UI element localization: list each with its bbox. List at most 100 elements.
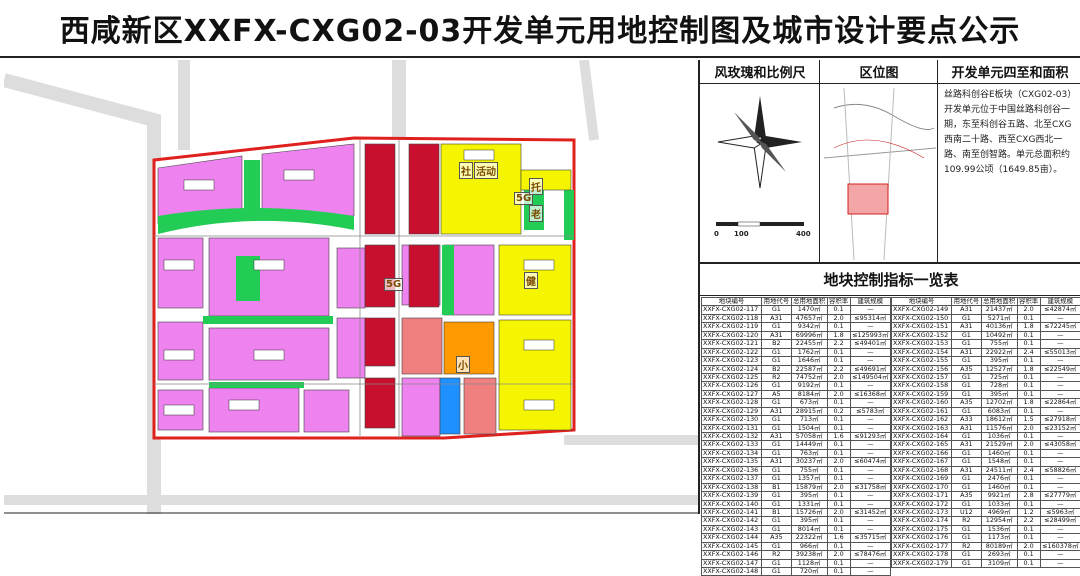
table-cell: A5 bbox=[762, 390, 791, 398]
table-cell: XXFX-CXG02-136 bbox=[702, 466, 762, 474]
table-cell: G1 bbox=[952, 331, 981, 339]
table-cell: B1 bbox=[762, 483, 791, 491]
table-cell: 395㎡ bbox=[981, 390, 1017, 398]
table-header-2: 总用地面积 bbox=[981, 298, 1017, 306]
table-cell: 0.1 bbox=[827, 424, 850, 432]
table-header-3: 容积率 bbox=[1017, 298, 1040, 306]
table-cell: XXFX-CXG02-123 bbox=[702, 357, 762, 365]
table-cell: XXFX-CXG02-168 bbox=[892, 466, 952, 474]
table-cell: 0.1 bbox=[827, 441, 850, 449]
table-cell: B2 bbox=[762, 340, 791, 348]
scale-zero: 0 bbox=[714, 230, 719, 238]
table-cell: ≤35715㎡ bbox=[850, 534, 890, 542]
land-use-map: 社 5G 活动 小 健 5G 托 老 bbox=[4, 60, 698, 514]
table-cell: 0.1 bbox=[1017, 559, 1040, 567]
table-cell: — bbox=[1040, 551, 1080, 559]
table-cell: G1 bbox=[762, 517, 791, 525]
table-cell: R2 bbox=[762, 373, 791, 381]
table-cell: A35 bbox=[952, 365, 981, 373]
table-cell: 2476㎡ bbox=[981, 475, 1017, 483]
table-cell: G1 bbox=[762, 416, 791, 424]
table-cell: 0.1 bbox=[827, 542, 850, 550]
table-cell: XXFX-CXG02-166 bbox=[892, 449, 952, 457]
location-map bbox=[824, 88, 936, 260]
table-cell: 2.0 bbox=[827, 373, 850, 381]
table-cell: — bbox=[1040, 340, 1080, 348]
table-cell: 1.6 bbox=[827, 433, 850, 441]
table-cell: XXFX-CXG02-146 bbox=[702, 551, 762, 559]
table-cell: XXFX-CXG02-160 bbox=[892, 399, 952, 407]
table-cell: 28915㎡ bbox=[791, 407, 827, 415]
table-cell: G1 bbox=[952, 314, 981, 322]
table-cell: ≤31758㎡ bbox=[850, 483, 890, 491]
table-cell: 12702㎡ bbox=[981, 399, 1017, 407]
table-cell: 40136㎡ bbox=[981, 323, 1017, 331]
table-cell: 1.2 bbox=[1017, 508, 1040, 516]
table-cell: XXFX-CXG02-144 bbox=[702, 534, 762, 542]
table-cell: 755㎡ bbox=[791, 466, 827, 474]
table-cell: 22587㎡ bbox=[791, 365, 827, 373]
table-cell: — bbox=[850, 500, 890, 508]
table-cell: G1 bbox=[952, 559, 981, 567]
table-cell: 18612㎡ bbox=[981, 416, 1017, 424]
table-cell: 22322㎡ bbox=[791, 534, 827, 542]
table-cell: XXFX-CXG02-177 bbox=[892, 542, 952, 550]
table-cell: — bbox=[1040, 357, 1080, 365]
table-cell: 0.1 bbox=[827, 492, 850, 500]
table-cell: 0.1 bbox=[827, 568, 850, 576]
map-label-park: 活动 bbox=[474, 162, 498, 179]
table-cell: XXFX-CXG02-126 bbox=[702, 382, 762, 390]
table-cell: 69996㎡ bbox=[791, 331, 827, 339]
table-cell: 0.1 bbox=[1017, 433, 1040, 441]
table-cell: 713㎡ bbox=[791, 416, 827, 424]
map-label-elderly: 老 bbox=[529, 205, 543, 222]
table-cell: — bbox=[1040, 331, 1080, 339]
table-cell: 2.2 bbox=[827, 365, 850, 373]
table-cell: 12954㎡ bbox=[981, 517, 1017, 525]
table-cell: 720㎡ bbox=[791, 568, 827, 576]
table-cell: 0.1 bbox=[827, 475, 850, 483]
table-cell: G1 bbox=[762, 348, 791, 356]
table-cell: 0.1 bbox=[1017, 357, 1040, 365]
table-cell: 8184㎡ bbox=[791, 390, 827, 398]
table-cell: XXFX-CXG02-122 bbox=[702, 348, 762, 356]
table-header-2: 总用地面积 bbox=[791, 298, 827, 306]
table-cell: — bbox=[850, 475, 890, 483]
table-cell: — bbox=[850, 542, 890, 550]
table-cell: G1 bbox=[762, 357, 791, 365]
table-cell: 2.8 bbox=[1017, 492, 1040, 500]
table-cell: G1 bbox=[952, 449, 981, 457]
table-cell: G1 bbox=[952, 340, 981, 348]
table-cell: ≤27918㎡ bbox=[1040, 416, 1080, 424]
table-cell: XXFX-CXG02-158 bbox=[892, 382, 952, 390]
table-cell: ≤5783㎡ bbox=[850, 407, 890, 415]
table-cell: 0.1 bbox=[827, 306, 850, 314]
table-cell: 1.8 bbox=[827, 331, 850, 339]
table-cell: — bbox=[1040, 390, 1080, 398]
table-cell: 6083㎡ bbox=[981, 407, 1017, 415]
table-cell: XXFX-CXG02-179 bbox=[892, 559, 952, 567]
table-cell: ≤78476㎡ bbox=[850, 551, 890, 559]
table-cell: — bbox=[1040, 373, 1080, 381]
table-cell: B2 bbox=[762, 365, 791, 373]
table-cell: — bbox=[850, 568, 890, 576]
table-cell: G1 bbox=[952, 357, 981, 365]
table-cell: 0.1 bbox=[1017, 500, 1040, 508]
table-cell: 0.1 bbox=[827, 517, 850, 525]
map-svg bbox=[4, 60, 698, 514]
utility-block bbox=[440, 378, 460, 434]
table-cell: ≤5963㎡ bbox=[1040, 508, 1080, 516]
table-cell: — bbox=[850, 348, 890, 356]
